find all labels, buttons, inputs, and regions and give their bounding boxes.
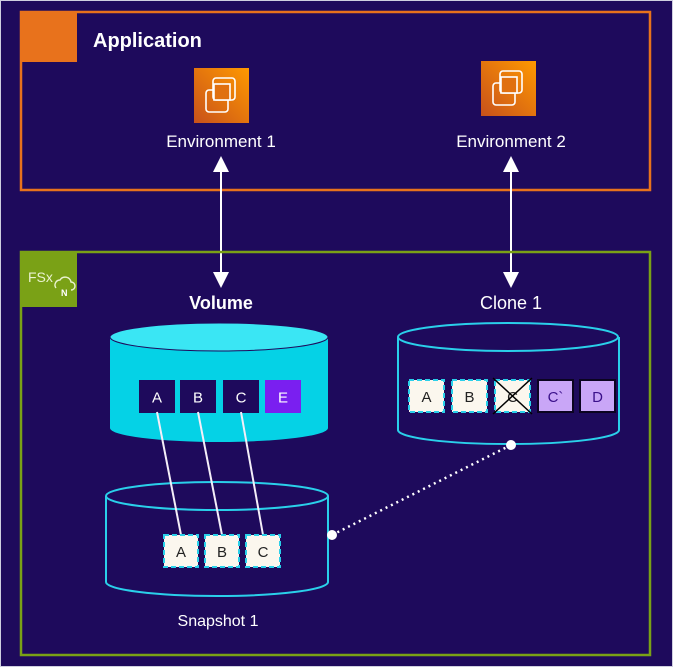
block-label: E <box>278 390 288 407</box>
fsx-group: FSx N <box>19 250 652 657</box>
link-endpoint-snapshot <box>327 530 337 540</box>
cloud-icon <box>54 276 76 291</box>
clone-new-block: C` <box>537 379 574 413</box>
application-group: Application <box>19 10 652 192</box>
fsx-logo-badge: N <box>61 288 68 298</box>
block-label: B <box>464 389 474 406</box>
block-label: C <box>236 390 247 407</box>
fsx-logo-text: FSx <box>28 269 53 285</box>
application-title: Application <box>93 30 202 52</box>
application-group-icon <box>21 12 77 62</box>
block-label: C` <box>548 389 564 406</box>
block-label: A <box>152 390 162 407</box>
block-label: A <box>421 389 431 406</box>
clone-shared-block: A <box>408 379 445 413</box>
volume-block: B <box>180 380 216 413</box>
fsx-ontap-icon <box>21 252 77 307</box>
ec2-instance-icon <box>194 68 249 123</box>
environment-2-label: Environment 2 <box>456 132 566 151</box>
block-reference-line <box>197 411 223 536</box>
block-label: C <box>258 544 269 561</box>
deleted-cross-icon <box>492 377 533 415</box>
ec2-instance-icon <box>481 61 536 116</box>
volume-cylinder <box>109 322 329 442</box>
volume-block: E <box>265 380 301 413</box>
snapshot-block: C <box>245 534 281 568</box>
volume-block: A <box>139 380 175 413</box>
snapshot-block: B <box>204 534 240 568</box>
environment-1: Environment 1 <box>166 68 276 151</box>
block-reference-line <box>240 411 264 536</box>
block-label: C <box>507 389 518 406</box>
volume-title: Volume <box>189 293 253 313</box>
block-label: B <box>193 390 203 407</box>
block-label: D <box>592 389 603 406</box>
snapshot-block: A <box>163 534 199 568</box>
clone-new-block: D <box>579 379 616 413</box>
clone-title: Clone 1 <box>480 293 542 313</box>
clone-shared-block: B <box>451 379 488 413</box>
environment-2: Environment 2 <box>456 61 566 151</box>
block-label: B <box>217 544 227 561</box>
volume-block: C <box>223 380 259 413</box>
link-endpoint-clone <box>506 440 516 450</box>
block-label: A <box>176 544 186 561</box>
block-reference-line <box>156 411 182 536</box>
environment-1-label: Environment 1 <box>166 132 276 151</box>
snapshot-title: Snapshot 1 <box>178 613 259 630</box>
clone-deleted-block: C <box>492 377 533 415</box>
